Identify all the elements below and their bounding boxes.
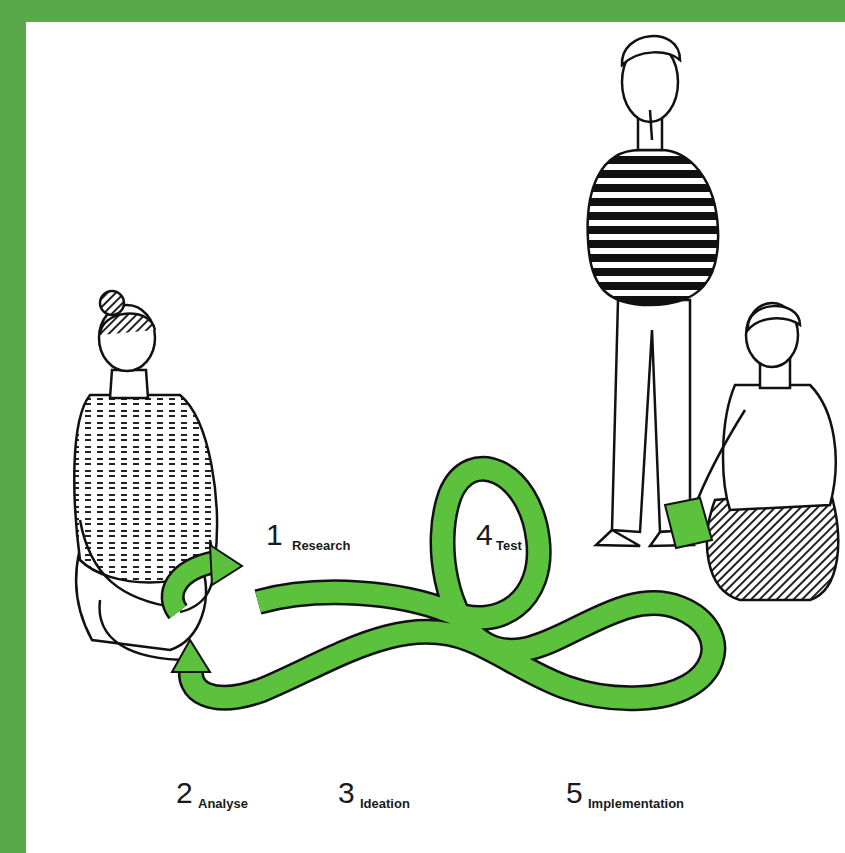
tablet: [665, 498, 712, 548]
step-label: Analyse: [198, 797, 248, 810]
border-bar: [0, 0, 26, 853]
callout-number: 5: [566, 778, 583, 808]
callout-number: 1: [266, 520, 283, 550]
callout-number: 2: [176, 778, 193, 808]
step-label: Implementation: [588, 797, 684, 810]
ribbon-arrow: [173, 562, 215, 612]
arrow-head: [172, 640, 210, 672]
arrow-head: [210, 545, 242, 585]
man-figure: [588, 36, 719, 546]
border-bar: [0, 0, 845, 22]
callout-number: 3: [338, 778, 355, 808]
step-label: Ideation: [360, 797, 410, 810]
woman-figure: [74, 291, 217, 660]
ribbon-arrow: [173, 562, 215, 612]
step-label: Test: [496, 539, 522, 552]
crouching-figure: [690, 303, 838, 600]
step-label: Research: [292, 539, 351, 552]
callout-number: 4: [476, 520, 493, 550]
